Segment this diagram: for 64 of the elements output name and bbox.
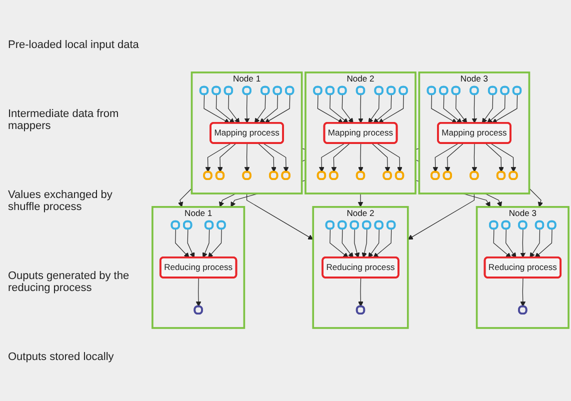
arrow	[244, 143, 250, 173]
arrow	[520, 228, 526, 258]
arrow	[358, 193, 364, 208]
arrow	[358, 278, 364, 308]
arrow	[246, 193, 314, 240]
arrow	[530, 228, 540, 258]
arrow	[456, 94, 468, 124]
arrow	[373, 94, 392, 124]
arrow	[318, 143, 345, 173]
arrow	[358, 143, 364, 173]
arrow	[506, 228, 516, 258]
arrow	[528, 188, 544, 208]
arrow	[368, 94, 380, 124]
arrow	[330, 94, 348, 124]
arrow	[486, 94, 506, 124]
arrow	[373, 228, 392, 258]
arrow	[431, 94, 458, 124]
arrow	[196, 278, 202, 308]
arrow	[258, 143, 276, 173]
arrow	[187, 228, 195, 258]
arrow	[444, 143, 464, 173]
arrow	[490, 143, 516, 173]
arrow	[202, 228, 210, 258]
arrow	[378, 94, 404, 124]
arrow	[472, 143, 478, 173]
arrow	[259, 94, 278, 124]
arrow	[218, 143, 236, 173]
arrow	[216, 94, 235, 124]
row-label: Outputs stored locally	[8, 350, 115, 362]
arrow	[228, 94, 240, 124]
arrow	[362, 228, 368, 258]
arrow	[534, 228, 552, 258]
arrow	[331, 143, 350, 173]
arrow	[175, 228, 190, 258]
arrow	[208, 228, 222, 258]
arrow	[492, 94, 518, 124]
arrow	[358, 94, 364, 124]
arrow	[317, 94, 344, 124]
arrow	[264, 94, 290, 124]
arrow	[443, 94, 462, 124]
row-label: Ouputs generated by the reducing process	[8, 270, 130, 294]
arrow	[493, 228, 512, 258]
arrow	[330, 228, 348, 258]
row-label: Values exchanged by shuffle process	[8, 188, 114, 212]
arrow	[432, 143, 459, 173]
arrow	[482, 94, 494, 124]
arrow	[244, 94, 250, 124]
arrow	[342, 228, 354, 258]
arrow	[472, 94, 478, 124]
arrow	[408, 193, 475, 240]
arrow	[354, 228, 360, 258]
arrow	[204, 94, 230, 124]
arrow	[178, 188, 192, 208]
row-label: Intermediate data from mappers	[8, 108, 120, 132]
arrow	[376, 143, 402, 173]
arrow	[372, 143, 390, 173]
arrow	[342, 94, 354, 124]
arrow	[254, 94, 266, 124]
arrow	[262, 143, 289, 173]
arrow	[520, 278, 526, 308]
row-label: Pre-loaded local input data	[8, 38, 140, 50]
arrow	[205, 143, 232, 173]
arrow	[368, 228, 380, 258]
arrow	[485, 143, 504, 173]
